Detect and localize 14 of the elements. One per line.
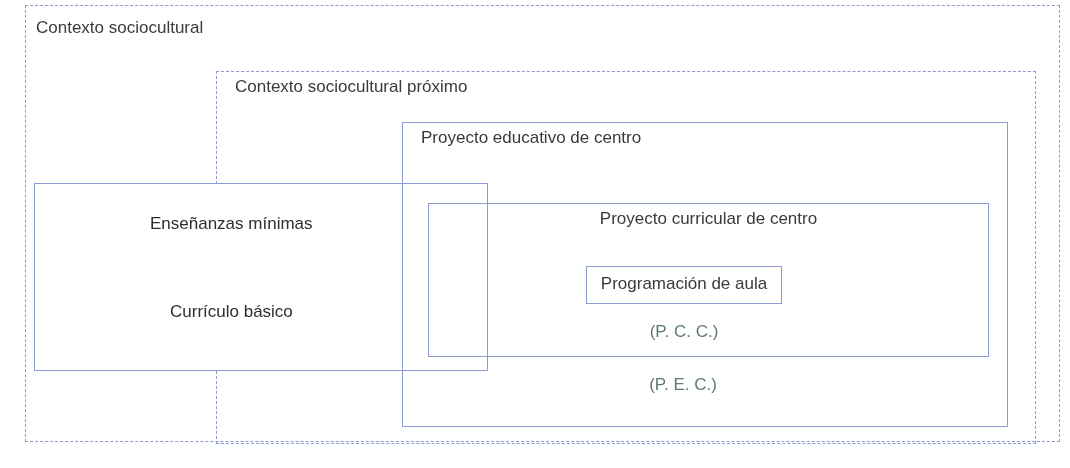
overlapping-box [34, 183, 488, 371]
box-title: Contexto sociocultural [36, 18, 204, 38]
box-title: Contexto sociocultural próximo [235, 77, 468, 97]
outer-box [402, 122, 1008, 427]
box-title: Proyecto educativo de centro [421, 128, 642, 148]
inner-box [428, 203, 989, 357]
box-subtitle: (P. C. C.) [649, 322, 719, 342]
box-title: Programación de aula [599, 274, 769, 294]
innermost-box [586, 266, 782, 304]
box-title: Proyecto curricular de centro [598, 209, 819, 229]
dashed-frame [25, 5, 1060, 442]
box-title: Enseñanzas mínimas [150, 214, 313, 234]
box-subtitle: Currículo básico [170, 302, 293, 322]
box-subtitle: (P. E. C.) [649, 375, 717, 395]
